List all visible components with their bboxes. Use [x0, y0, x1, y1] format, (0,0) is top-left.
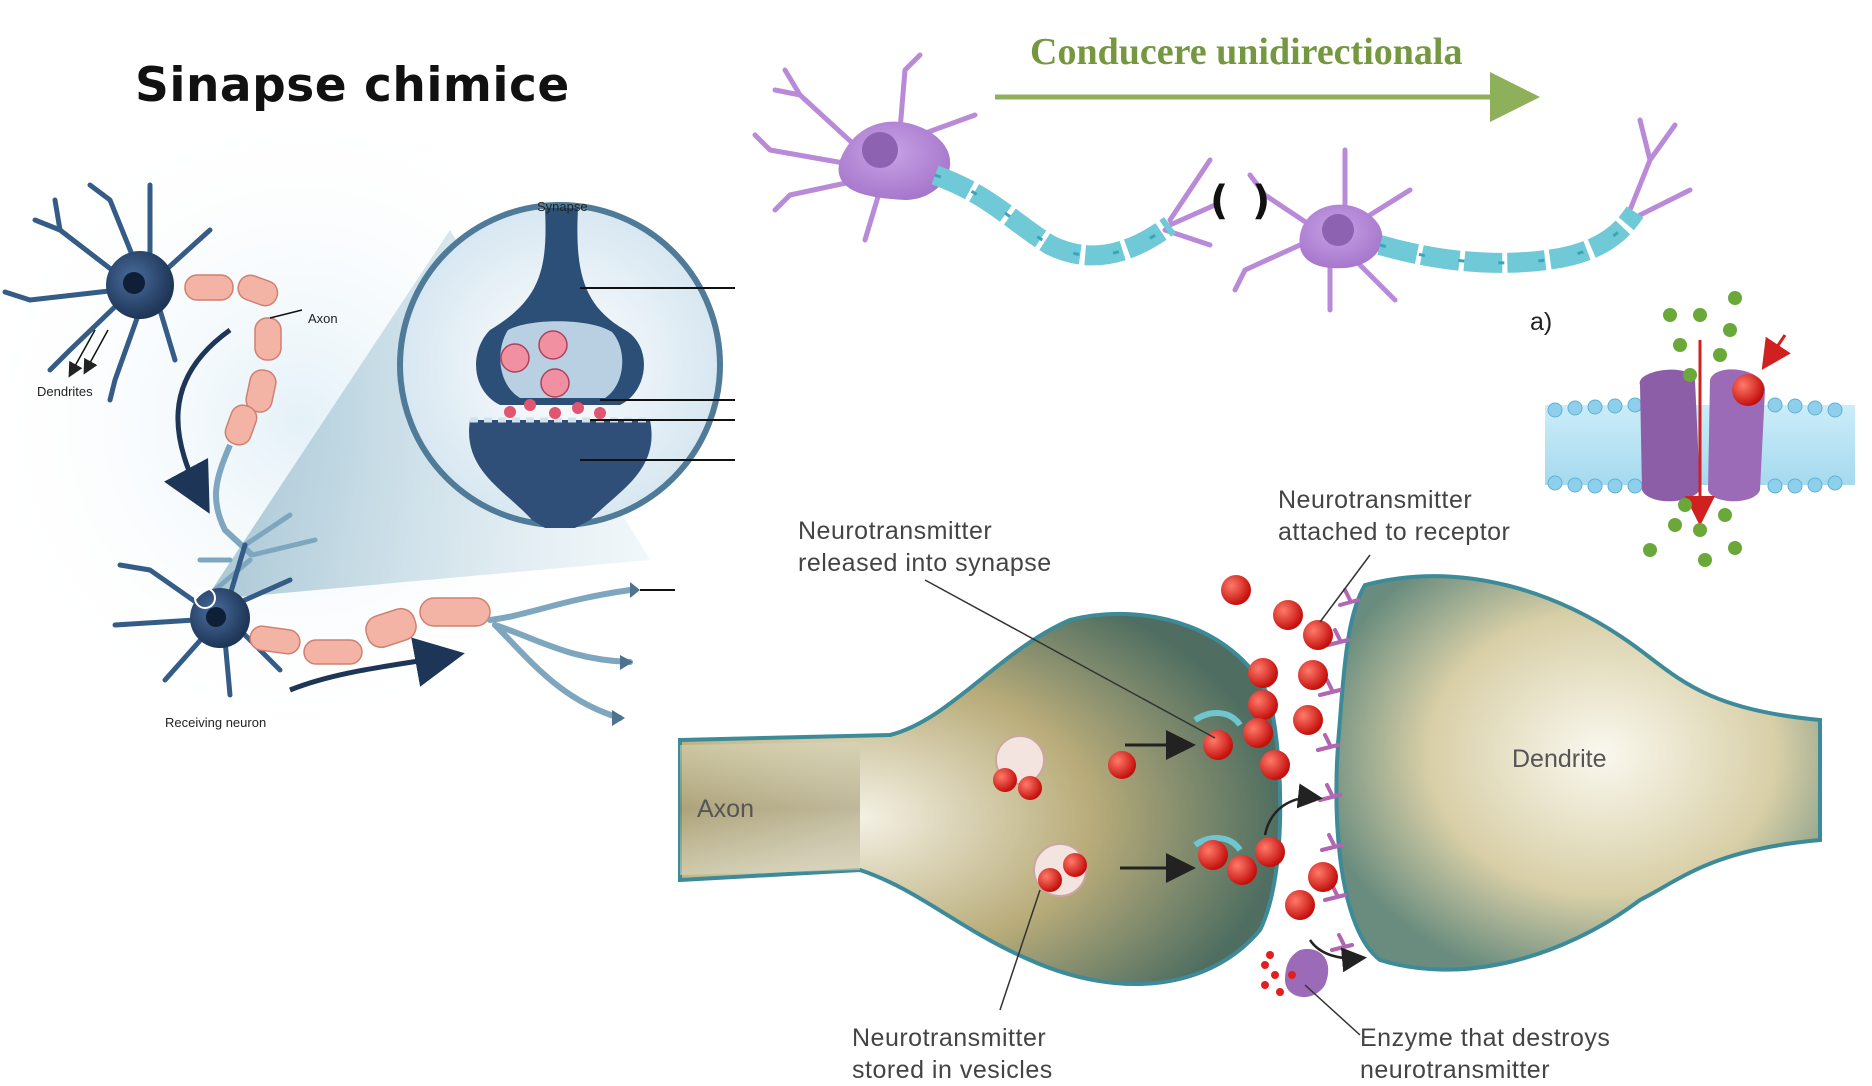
right-parenthesis: ) — [1252, 178, 1271, 224]
label-released-line-2: released into synapse — [798, 549, 1052, 577]
label-enzyme: Enzyme that destroys neurotransmitter — [1360, 1022, 1610, 1086]
vesicle-group-1 — [993, 735, 1045, 800]
label-receiving-neuron: Receiving neuron — [165, 715, 267, 730]
left-synapse-diagram — [0, 90, 735, 750]
label-attached-receptor: Neurotransmitter attached to receptor — [1278, 484, 1510, 548]
label-stored-vesicles: Neurotransmitter stored in vesicles — [852, 1022, 1053, 1086]
neurotransmitter-molecules — [1198, 575, 1338, 920]
diagram-subtitle: Conducere unidirectionala — [1030, 31, 1463, 73]
label-enzyme-line-1: Enzyme that destroys — [1360, 1024, 1611, 1052]
label-stored-line-1: Neurotransmitter — [852, 1024, 1047, 1052]
label-attached-line-2: attached to receptor — [1278, 518, 1511, 546]
synapse-magnifier — [397, 202, 735, 528]
label-stored-line-2: stored in vesicles — [852, 1056, 1053, 1084]
vesicle-group-2 — [1033, 843, 1087, 897]
label-dendrite: Dendrite — [1512, 745, 1607, 773]
label-axon-bottom: Axon — [697, 795, 754, 823]
label-released-line-1: Neurotransmitter — [798, 517, 993, 545]
label-released-synapse: Neurotransmitter released into synapse — [798, 515, 1052, 579]
synapse-detail-diagram — [678, 554, 1822, 1036]
page-title: Sinapse chimice — [135, 58, 570, 113]
unidirectional-neurons — [752, 52, 1693, 313]
label-axon-left: Axon — [308, 311, 338, 326]
label-enzyme-line-2: neurotransmitter — [1360, 1056, 1551, 1084]
ion-channel-illustration — [1545, 291, 1855, 567]
label-attached-line-1: Neurotransmitter — [1278, 486, 1473, 514]
label-synapse: Synapse — [537, 199, 588, 214]
panel-label-a: a) — [1530, 308, 1553, 336]
label-dendrites: Dendrites — [37, 384, 93, 399]
left-parenthesis: ( — [1210, 178, 1229, 224]
